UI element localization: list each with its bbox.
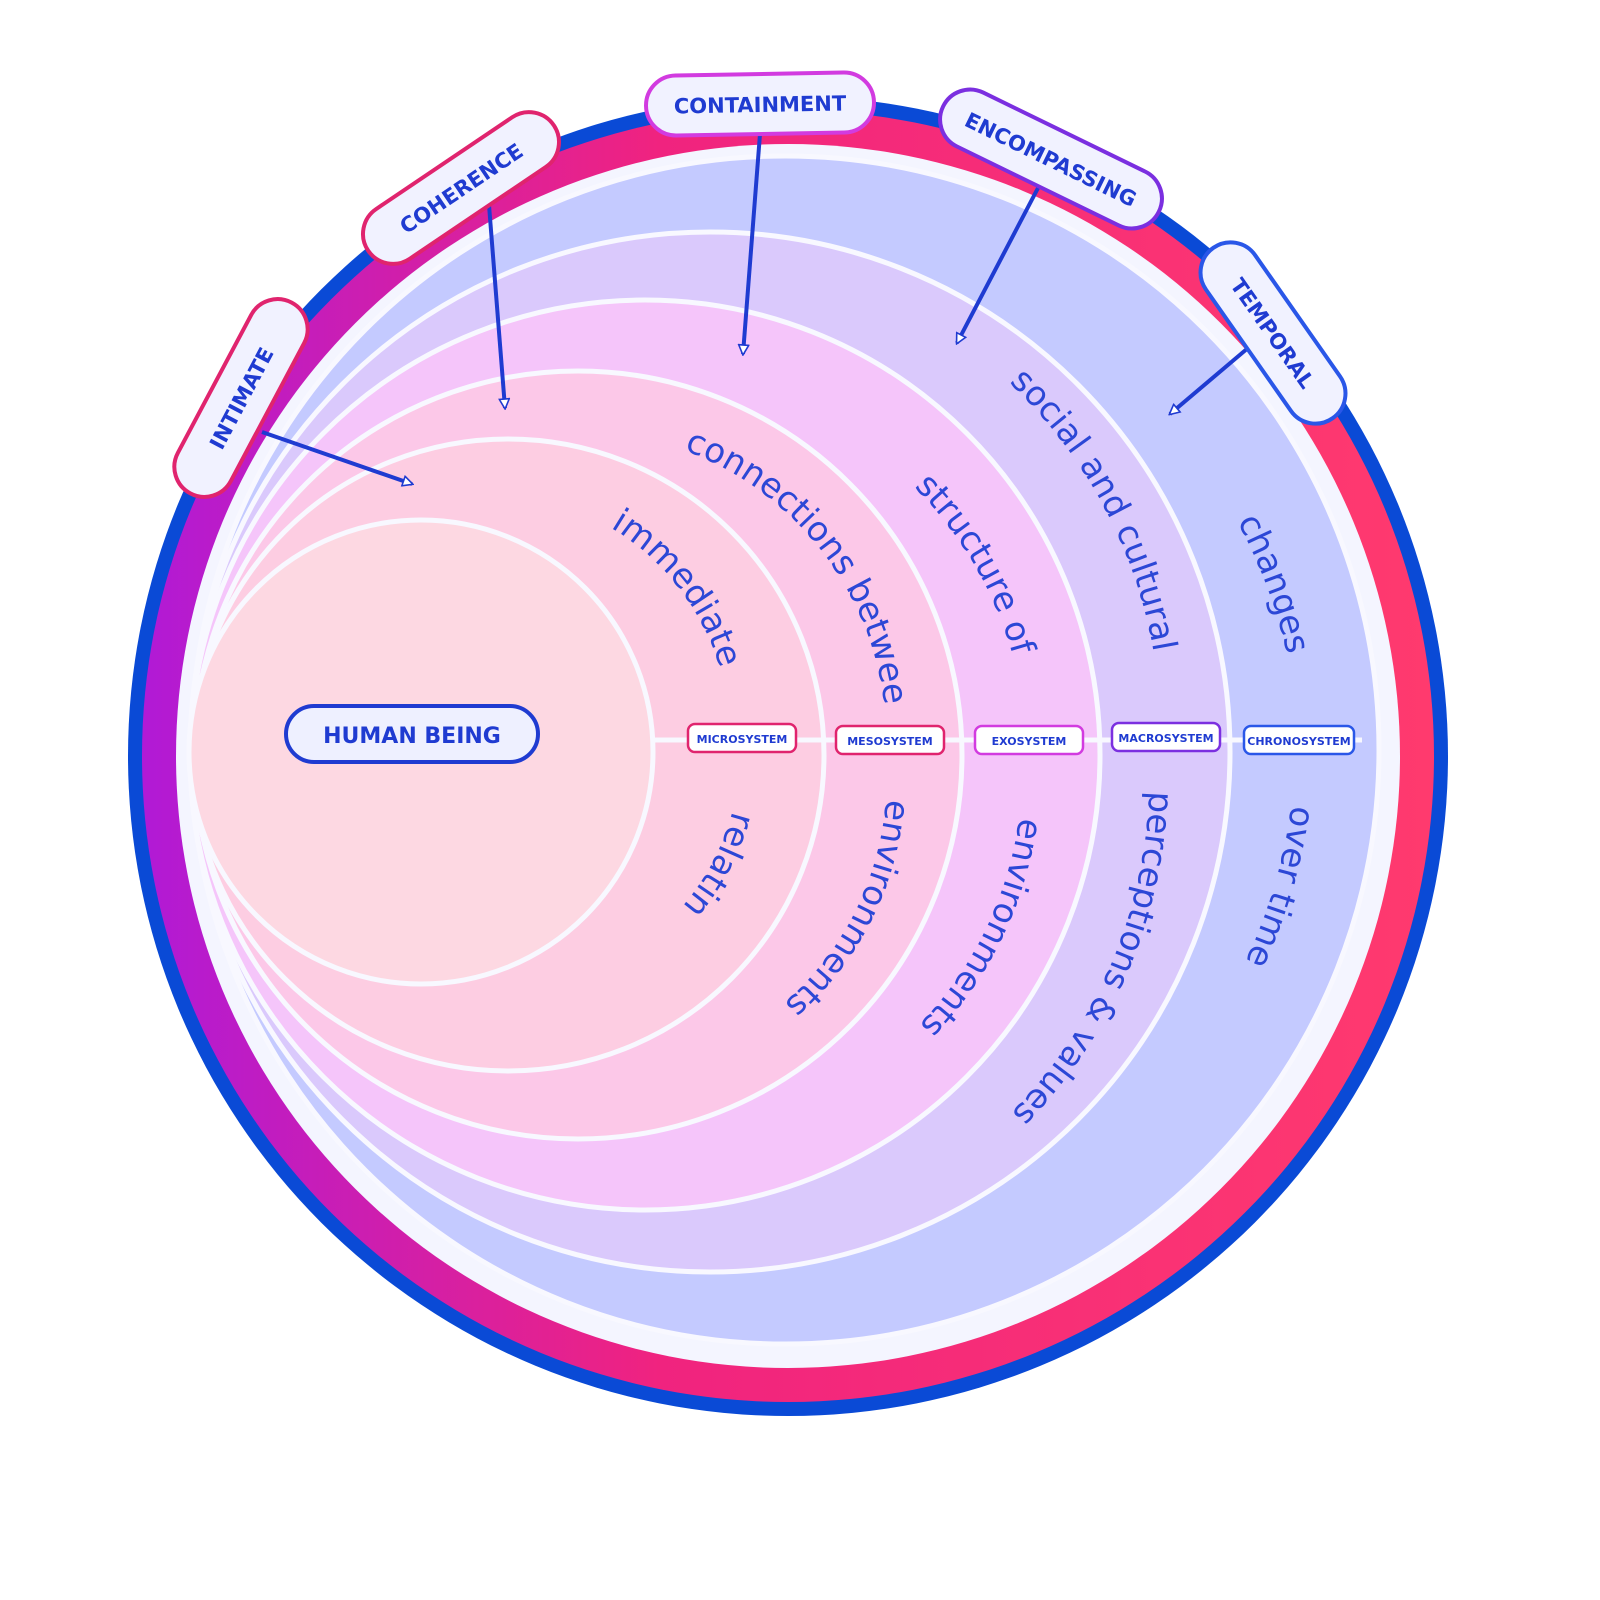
chronosystem-pill: CHRONOSYSTEM: [1242, 724, 1356, 756]
quality-tag-containment: CONTAINMENT: [644, 70, 876, 138]
exosystem-label: EXOSYSTEM: [992, 735, 1067, 748]
microsystem-label: MICROSYSTEM: [697, 733, 788, 746]
mesosystem-label: MESOSYSTEM: [847, 735, 933, 748]
human-being-pill: HUMAN BEING: [284, 704, 540, 764]
encompassing-arrow: [955, 187, 1040, 343]
mesosystem-pill: MESOSYSTEM: [834, 724, 946, 756]
exosystem-pill: EXOSYSTEM: [973, 724, 1085, 756]
coherence-arrow: [487, 204, 505, 408]
macrosystem-pill: MACROSYSTEM: [1110, 721, 1222, 753]
human-being-label: HUMAN BEING: [323, 724, 501, 749]
microsystem-pill: MICROSYSTEM: [686, 722, 798, 754]
quality-arrows: [261, 133, 1250, 484]
temporal-arrow: [1170, 346, 1250, 414]
macrosystem-label: MACROSYSTEM: [1118, 732, 1213, 745]
containment-arrow: [743, 133, 762, 354]
intimate-arrow: [261, 430, 412, 484]
containment-label: CONTAINMENT: [674, 91, 847, 118]
chronosystem-label: CHRONOSYSTEM: [1247, 735, 1350, 748]
system-pills: MICROSYSTEM MESOSYSTEM EXOSYSTEM MACROSY…: [686, 721, 1356, 756]
